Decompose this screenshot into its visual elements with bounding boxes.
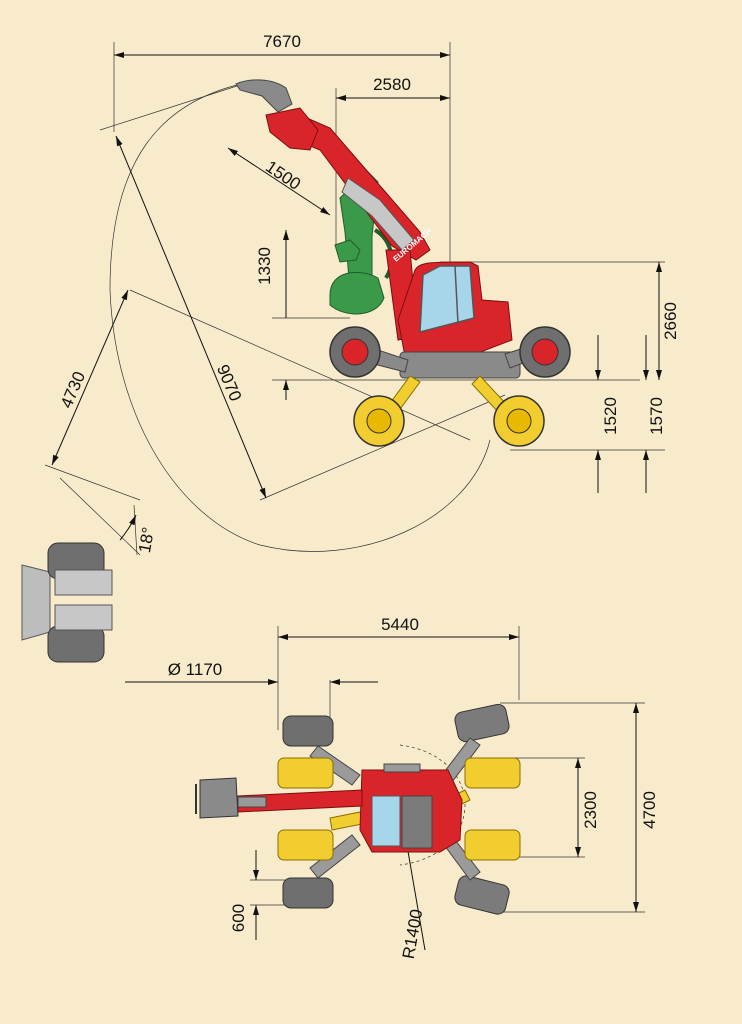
swing-arc (399, 744, 466, 866)
dim-height-total: 2660 (661, 302, 680, 340)
dim-track-outer: 4700 (640, 791, 659, 829)
yellow-wheel-2 (277, 829, 334, 861)
dim-line-4730 (51, 289, 129, 466)
tyre-front-left (454, 703, 510, 743)
wheel-front-right (493, 395, 545, 447)
dim-track-inner: 2300 (581, 791, 600, 829)
boom-raised: EUROMACH (235, 79, 434, 341)
dim-tyre-width: 600 (229, 904, 248, 932)
yellow-wheel-1 (277, 757, 334, 789)
dim-reach-total: 7670 (263, 32, 301, 51)
dim-line-9070 (115, 135, 267, 499)
wheel-front-left (353, 395, 405, 447)
cab (397, 261, 521, 379)
cab-window (371, 795, 401, 847)
dim-bucket-lift: 1330 (255, 247, 274, 285)
engine-cover (401, 795, 433, 849)
ext-line (259, 394, 506, 501)
dim-tilt-angle: 18° (135, 526, 158, 555)
side-view: 7670 2580 1500 1330 2660 1520 1570 4730 … (44, 32, 680, 556)
ext-line (59, 477, 141, 556)
wheel-rear-right (519, 326, 571, 378)
bucket-top (199, 777, 239, 819)
tilt-detail (21, 542, 113, 663)
tyre-rear-left (282, 715, 334, 747)
undercarriage (399, 351, 521, 379)
dim-front-wheel-lift: 1520 (601, 397, 620, 435)
dim-cab-offset: 2580 (373, 75, 411, 94)
yellow-wheel-4 (464, 829, 521, 861)
ext-line (99, 84, 241, 131)
tyre-rear-right (282, 877, 334, 909)
dim-rear-wheel-lift: 1570 (647, 397, 666, 435)
tyre-front-right (454, 875, 510, 915)
wheel-rear-left (329, 326, 381, 378)
yellow-wheel-3 (464, 757, 521, 789)
top-view: 5440 Ø 1170 2300 4700 600 R1400 (125, 615, 659, 960)
angle-line (133, 504, 138, 556)
dim-wheelbase: 5440 (381, 615, 419, 634)
dim-wheel-diameter: Ø 1170 (168, 660, 223, 679)
angle-arc (119, 514, 137, 541)
